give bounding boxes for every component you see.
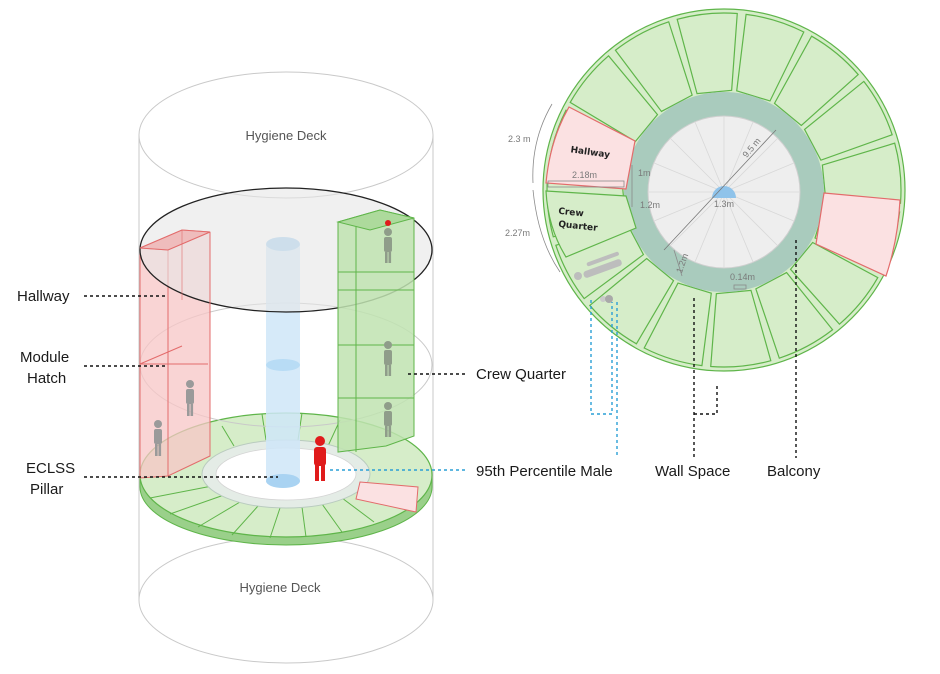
percentile-male-plan-leader (590, 300, 618, 458)
dim-2-18: 2.18m (572, 170, 597, 180)
plan-segment (614, 21, 693, 113)
module-hatch-label-line2: Hatch (27, 370, 66, 387)
plan-crew-quarter-room (545, 190, 637, 258)
plan-segment (755, 271, 834, 359)
left-annotations: Hallway Module Hatch ECLSS Pillar Crew Q… (17, 288, 613, 498)
crew-quarter-column (336, 209, 415, 453)
dim-1-2a: 1.2m (640, 200, 660, 210)
plan-spoke (694, 191, 725, 263)
plan-segment (643, 282, 712, 367)
module-hatch-label-line1: Module (20, 349, 69, 366)
dim-0-14: 0.14m (730, 272, 755, 282)
plan-segment (773, 35, 860, 127)
balcony-label: Balcony (767, 463, 821, 480)
percentile-male-figure (314, 436, 326, 481)
plan-segment (588, 257, 675, 345)
plan-radius-line (663, 129, 777, 251)
wall-space-leader (693, 298, 718, 458)
plan-floor-spokes (648, 116, 800, 268)
hallway-label: Hallway (17, 288, 70, 305)
dim-2-27: 2.27m (505, 228, 530, 238)
right-annotations: Wall Space Balcony (590, 240, 821, 480)
plan-pillar (712, 186, 736, 198)
outer-cylinder-bottom (138, 536, 434, 664)
dim-2-3: 2.3 m (508, 134, 531, 144)
plan-spoke (694, 121, 725, 193)
percentile-male-label: 95th Percentile Male (476, 463, 613, 480)
plan-dimension-lines (532, 103, 747, 290)
plan-spoke (723, 162, 795, 193)
plan-crew-text-line2: Quarter (558, 220, 599, 234)
top-deck-label: Hygiene Deck (246, 128, 327, 143)
plan-human-figure (574, 251, 622, 303)
bottom-deck-label: Hygiene Deck (240, 580, 321, 595)
plan-spoke (723, 137, 779, 193)
floor-plan: Hallway Crew Quarter 2.3 m 2.18m 2.27m 1… (505, 8, 906, 372)
plan-spoke (653, 162, 725, 193)
eclss-label-line2: Pillar (30, 481, 63, 498)
eclss-label-line1: ECLSS (26, 460, 75, 477)
dim-1-3: 1.3m (714, 199, 734, 209)
plan-spoke (723, 191, 779, 247)
plan-segment (803, 80, 893, 161)
plan-segment (676, 12, 738, 95)
plan-segment (569, 54, 659, 143)
crew-quarter-label: Crew Quarter (476, 366, 566, 383)
plan-spoke (669, 137, 725, 193)
dim-1m: 1m (638, 168, 651, 178)
wall-space-label: Wall Space (655, 463, 730, 480)
cylinder-view: Hygiene Deck Hygiene Deck (138, 71, 434, 664)
plan-spoke (669, 191, 725, 247)
plan-spoke (723, 191, 754, 263)
plan-segment (789, 241, 879, 326)
plan-red-room (815, 192, 901, 277)
plan-crew-text-line1: Crew (558, 207, 584, 220)
plan-segment (736, 13, 805, 102)
plan-segment (710, 289, 772, 368)
